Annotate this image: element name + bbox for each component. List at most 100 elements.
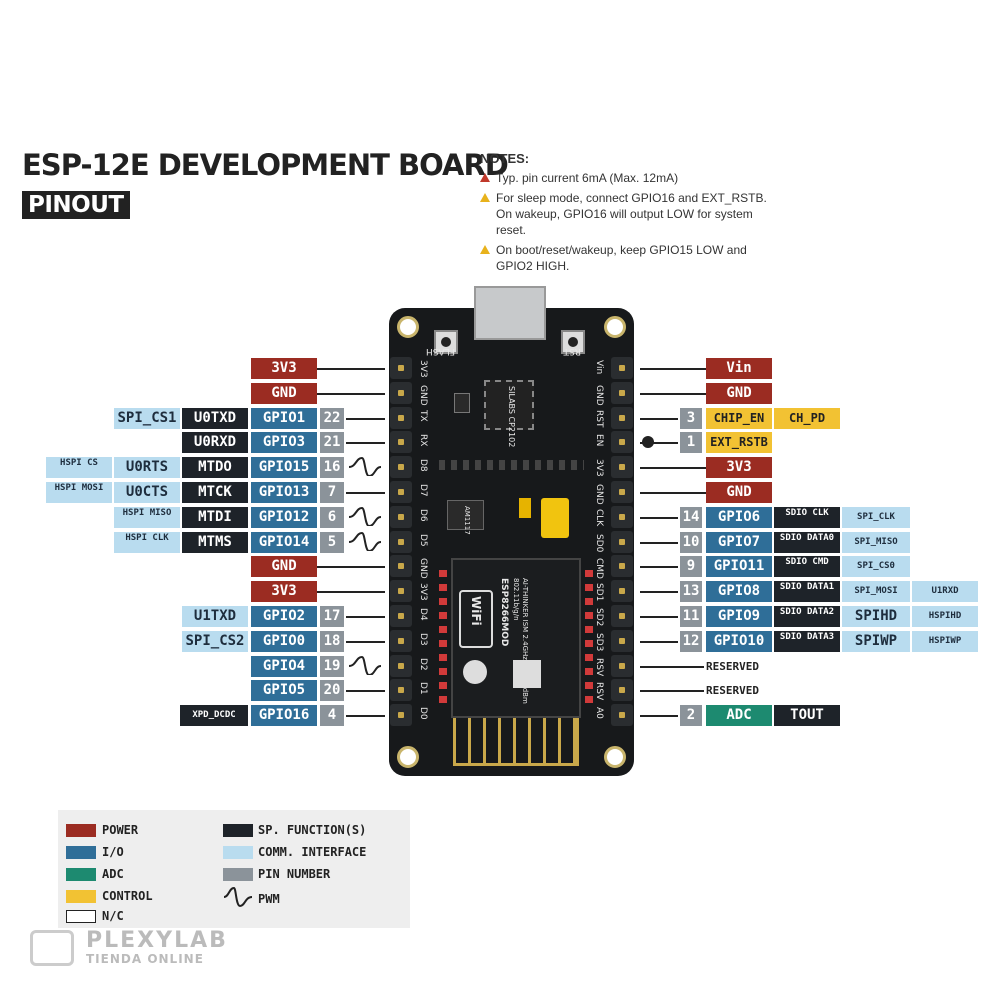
note-item: Typ. pin current 6mA (Max. 12mA) [480,170,780,186]
adc-label: ADC [706,705,772,727]
connector-line [317,591,385,594]
board-pin-label: RSV [594,657,604,676]
warning-icon [480,245,490,254]
connector-line [640,640,678,643]
capacitor [519,498,531,518]
pin-number: 4 [320,705,344,727]
special-function-label: SDIO CMD [774,556,840,578]
tantalum-capacitor [541,498,569,538]
special-function-label: U0TXD [182,407,248,429]
module-info: AI-THINKER ISM 2.4GHz PA +25dBm 802.11b/… [512,578,529,704]
comm-interface-label: SPI_CS0 [842,556,910,578]
board-pin-label: D0 [418,707,428,720]
board-pin-label: RX [418,434,428,447]
mount-hole [397,316,419,338]
comm-interface-label: U0CTS [114,482,180,503]
header-pin [611,505,633,528]
power-label: 3V3 [706,457,772,479]
pin-number: 11 [680,606,702,627]
header-pin [611,629,633,652]
gpio-label: GPIO10 [706,630,772,652]
reserved-label: RESERVED [706,684,759,698]
pinout-badge: PINOUT [22,191,130,219]
note-item: For sleep mode, connect GPIO16 and EXT_R… [480,190,780,238]
connector-line [640,690,704,693]
flash-label: FLASH [425,346,455,356]
special-function-label: XPD_DCDC [180,705,248,727]
connector-line [346,417,385,420]
board-pin-label: TX [418,409,428,422]
legend-comm: COMM. INTERFACE [258,845,367,859]
connector-line [346,690,385,693]
gpio-label: GPIO15 [251,457,317,479]
gpio-label: GPIO1 [251,407,317,429]
pin-number: 22 [320,407,344,429]
pin-number: 2 [680,705,702,727]
header-pin [390,555,412,578]
special-function-label: SDIO CLK [774,506,840,528]
gpio-label: GPIO5 [251,680,317,702]
connector-line [640,392,706,395]
board-pin-label: SD3 [594,632,604,652]
gpio-label: GPIO0 [251,630,317,652]
comm-interface-label: SPI_CS2 [182,630,248,652]
power-label: 3V3 [251,581,317,603]
board-pin-label: RSV [594,682,604,701]
connector-line [640,467,706,470]
comm-interface-label: HSPI CLK [114,531,180,553]
logo-icon [30,930,74,966]
module-label: ESP8266MOD [499,578,509,647]
connector-line [346,492,385,494]
gpio-label: GPIO4 [251,655,317,677]
header-pin [390,629,412,652]
gpio-label: GPIO9 [706,606,772,627]
mount-hole [604,316,626,338]
warning-icon [480,193,490,202]
connector-line [640,368,706,370]
special-function-label: MTCK [182,482,248,503]
header-pin [390,704,412,727]
wifi-logo [459,590,493,648]
legend-power: POWER [102,823,139,837]
header-pin [611,704,633,727]
comm-interface-label: HSPIHD [912,606,978,627]
board-pin-label: GND [594,384,604,406]
legend-pin: PIN NUMBER [258,867,331,881]
pin-number: 5 [320,531,344,553]
usb-connector-icon [474,286,546,340]
power-label: GND [706,382,772,404]
pwm-wave-icon [223,886,253,908]
component-row [439,460,584,470]
board-pin-label: D4 [418,608,428,621]
legend-swatch-io [66,846,96,859]
legend-sp: SP. FUNCTION(S) [258,823,367,837]
gpio-label: GPIO2 [251,606,317,627]
header-pin [390,456,412,479]
flash-button[interactable] [434,330,458,354]
gpio-label: GPIO16 [251,705,317,727]
warning-icon [480,173,490,182]
header-pin [611,456,633,479]
board-pin-label: EN [594,434,604,447]
special-function-label: SDIO DATA3 [774,630,840,652]
header-pin [390,481,412,503]
reserved-label: RESERVED [706,659,759,673]
connector-line [640,492,706,494]
pin-number: 21 [320,432,344,454]
legend-control: CONTROL [102,889,153,903]
legend-io: I/O [102,845,124,859]
connector-line [640,665,704,668]
connection-dot [642,436,654,449]
control-label: CH_PD [774,407,840,429]
regulator-label: AM1117 [463,506,471,535]
module-pads [439,570,447,710]
pin-number: 18 [320,630,344,652]
rst-button[interactable] [561,330,585,354]
legend-swatch-sp [223,824,253,837]
legend-swatch-nc [66,910,96,923]
connector-line [640,541,678,544]
pin-number: 9 [680,556,702,578]
pin-number: 17 [320,606,344,627]
legend-swatch-adc [66,868,96,881]
legend-swatch-power [66,824,96,837]
